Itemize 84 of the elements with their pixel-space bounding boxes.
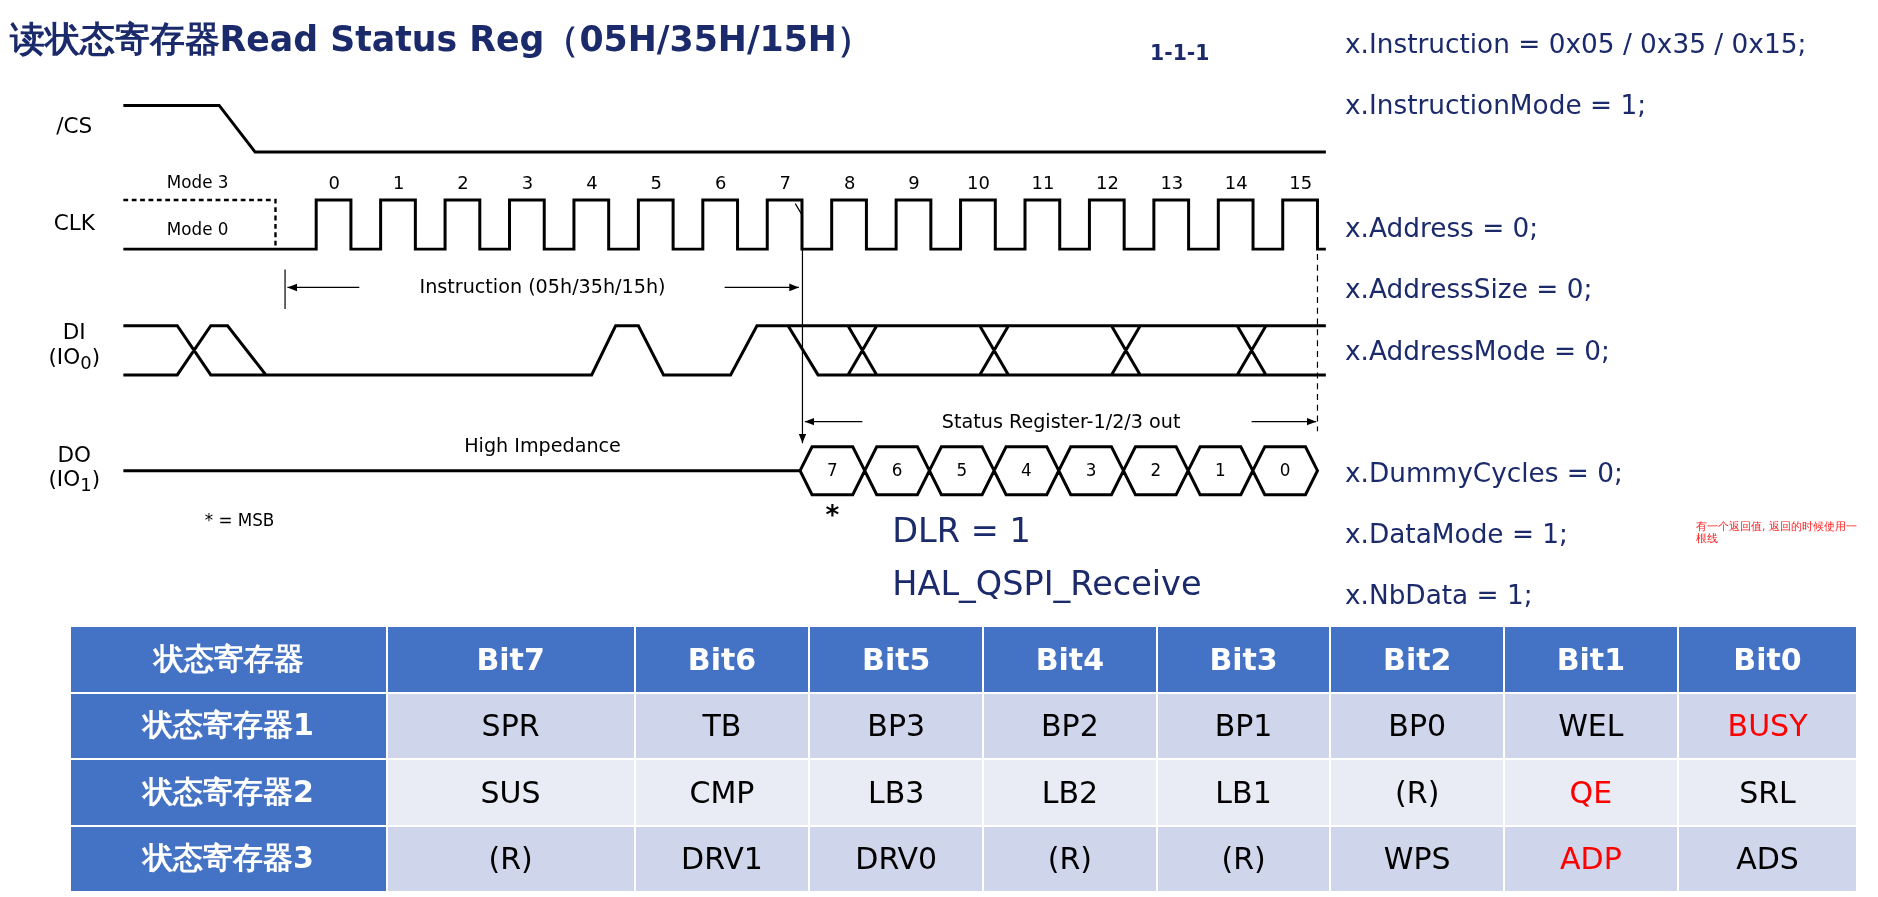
table-cell: SUS	[386, 759, 635, 826]
signal-name: DI (IO$_{0}$)	[47, 320, 102, 375]
column-header-cell: Bit3	[1156, 626, 1331, 693]
clock-cycle-number: 8	[843, 172, 856, 194]
code-note: DLR = 1	[892, 511, 1031, 550]
table-cell: SPR	[386, 692, 635, 760]
table-cell: BP3	[809, 692, 984, 760]
clock-cycle-number: 2	[457, 172, 469, 194]
clock-cycle-number: 10	[967, 172, 990, 194]
bit-number: 0	[1279, 461, 1291, 481]
signal-name: DO (IO$_{1}$)	[47, 442, 102, 497]
clock-cycle-number: 3	[521, 172, 534, 194]
row-header-cell: 状态寄存器1	[70, 692, 387, 760]
row-header-cell: 状态寄存器3	[70, 825, 387, 893]
mode-label: Mode 0	[166, 220, 229, 240]
table-cell: BP0	[1330, 692, 1505, 760]
subtitle: 1-1-1	[1150, 42, 1210, 66]
note: * = MSB	[204, 511, 275, 531]
code-line: x.AddressSize = 0;	[1345, 273, 1593, 304]
column-header-cell: 状态寄存器	[70, 626, 387, 693]
clock-cycle-number: 12	[1095, 172, 1119, 194]
clock-cycle-number: 11	[1031, 172, 1055, 194]
page-title: 读状态寄存器Read Status Reg（05H/35H/15H）	[9, 19, 872, 60]
code-line: x.Instruction = 0x05 / 0x35 / 0x15;	[1345, 29, 1807, 60]
table-cell: TB	[634, 692, 810, 760]
msb-mark: *	[825, 499, 840, 531]
column-header-cell: Bit1	[1504, 626, 1678, 693]
annotation-note: 有一个返回值, 返回的时候使用一根线	[1695, 520, 1858, 546]
clock-cycle-number: 13	[1160, 172, 1184, 194]
table-cell: (R)	[1156, 825, 1331, 893]
code-line: x.InstructionMode = 1;	[1345, 90, 1647, 121]
table-cell: BP2	[983, 692, 1157, 760]
bit-number: 7	[827, 461, 838, 481]
interval-label: Status Register-1/2/3 out	[941, 410, 1181, 433]
column-header-cell: Bit6	[634, 626, 810, 693]
table-cell: LB3	[809, 759, 984, 826]
clock-cycle-number: 15	[1289, 172, 1313, 194]
bit-number: 6	[891, 461, 903, 481]
table-cell: BP1	[1156, 692, 1331, 760]
column-header-cell: Bit7	[386, 626, 635, 693]
code-line: x.AddressMode = 0;	[1345, 335, 1610, 367]
clock-cycle-number: 0	[328, 172, 340, 194]
clock-cycle-number: 4	[586, 172, 598, 194]
bit-number: 3	[1085, 461, 1097, 481]
signal-name: /CS	[56, 113, 93, 139]
row-header-cell: 状态寄存器2	[70, 759, 387, 826]
code-note: HAL_QSPI_Receive	[892, 565, 1202, 604]
bit-number: 1	[1215, 461, 1226, 481]
line-label: High Impedance	[464, 434, 621, 457]
table-cell: (R)	[386, 825, 635, 893]
table-cell: DRV1	[634, 825, 810, 893]
clock-cycle-number: 14	[1224, 172, 1248, 194]
code-line: x.NbData = 1;	[1345, 580, 1533, 611]
mode-label: Mode 3	[166, 173, 229, 193]
table-cell: LB1	[1156, 759, 1331, 826]
table-cell: LB2	[983, 759, 1157, 826]
clock-cycle-number: 7	[779, 172, 791, 194]
bit-number: 5	[956, 461, 968, 481]
column-header-cell: Bit5	[809, 626, 984, 693]
column-header-cell: Bit0	[1677, 626, 1858, 693]
table-cell: (R)	[983, 825, 1157, 893]
code-line: x.Address = 0;	[1345, 212, 1539, 243]
code-line: x.DataMode = 1;	[1345, 519, 1568, 550]
interval-label: Instruction (05h/35h/15h)	[419, 276, 666, 299]
bit-number: 4	[1021, 461, 1032, 481]
clock-cycle-number: 9	[908, 172, 920, 194]
bit-number: 2	[1150, 461, 1162, 481]
table-cell: DRV0	[809, 825, 984, 893]
table-cell: ADP	[1504, 825, 1678, 893]
table-cell: WPS	[1330, 825, 1505, 893]
table-cell: BUSY	[1677, 692, 1858, 760]
table-cell: CMP	[634, 759, 810, 826]
table-cell: QE	[1504, 759, 1678, 826]
table-cell: WEL	[1504, 692, 1678, 760]
table-cell: (R)	[1330, 759, 1505, 826]
clock-cycle-number: 1	[392, 172, 405, 194]
column-header-cell: Bit2	[1330, 626, 1505, 693]
table-cell: SRL	[1677, 759, 1858, 826]
column-header-cell: Bit4	[983, 626, 1157, 693]
signal-name: CLK	[53, 210, 95, 236]
clock-cycle-number: 5	[650, 172, 663, 194]
code-line: x.DummyCycles = 0;	[1345, 457, 1623, 489]
table-cell: ADS	[1677, 825, 1858, 893]
clock-cycle-number: 6	[715, 172, 727, 194]
